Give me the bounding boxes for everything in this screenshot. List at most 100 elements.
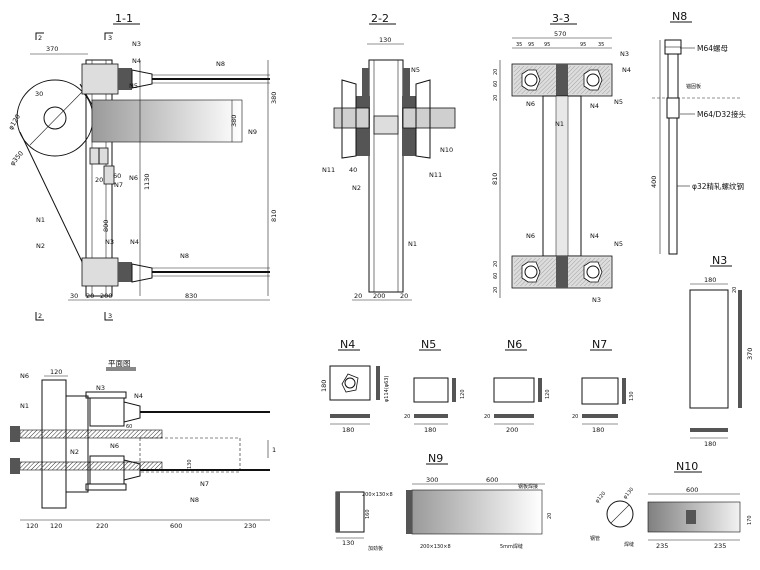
label-N4-33-top: N4: [622, 66, 631, 74]
note-nut: M64螺母: [697, 43, 729, 53]
dim-180-n5: 180: [424, 426, 436, 434]
dim-120-n5: 120: [460, 389, 466, 399]
note-n10-1: 钢管: [590, 535, 600, 542]
note-n9-4: 200×130×8: [420, 544, 451, 550]
detail-title-N9: N9: [428, 452, 443, 465]
dim-180-n3: 180: [704, 276, 716, 284]
cut-mark-2-bottom: 2: [38, 312, 42, 320]
bar-phi32: [668, 117, 678, 255]
detail-N3: N3 180 370 20 180: [689, 254, 754, 448]
pin-hole: [43, 106, 67, 130]
label-N3-33-bottom: N3: [592, 296, 601, 304]
dim-130-n9: 130: [342, 539, 354, 547]
detail-N6: N6 120 20 200: [484, 338, 551, 434]
plate-N1-plan: [41, 379, 67, 509]
label-N11-left: N11: [322, 166, 335, 174]
detail-title-N7: N7: [592, 338, 607, 351]
dim-20-n3: 20: [732, 287, 738, 293]
note-n9-2: 加劲板: [368, 545, 383, 552]
sleeve: [666, 97, 680, 119]
detail-title-N8: N8: [672, 10, 687, 23]
detail-N8: N8 400 M64螺母 锚固板 M64/D32接头 φ32精轧螺纹钢: [650, 10, 746, 255]
note-n10-2: 焊缝: [624, 541, 634, 548]
dim-120-n6: 120: [545, 389, 551, 399]
dim-phi120-n10: φ120: [594, 491, 607, 505]
dim-95-b: 95: [544, 42, 550, 48]
dim-120-plan-top: 120: [50, 368, 62, 376]
view-1-1: 1-1 2 3 2 3 370 φ120 φ350 30: [7, 12, 278, 321]
label-N1: N1: [36, 216, 45, 224]
dim-300-n9: 300: [426, 476, 438, 484]
dim-phi130-n10: φ130: [622, 487, 635, 501]
plate-N6: [493, 377, 535, 403]
dim-20-33c: 20: [493, 261, 499, 267]
label-N10-22: N10: [440, 146, 453, 154]
cut-mark-3-bottom: 3: [108, 312, 112, 320]
label-N3-33-top: N3: [620, 50, 629, 58]
label-N5-33-bottom: N5: [614, 240, 623, 248]
detail-N4: N4 180 φ114(φ63) 180: [320, 338, 390, 434]
dim-200-n6: 200: [506, 426, 518, 434]
dim-235-n10-b: 235: [714, 542, 726, 550]
dim-130-plan: 130: [187, 459, 193, 469]
label-N6-33-top: N6: [526, 100, 535, 108]
label-N7-plan: N7: [200, 480, 209, 488]
dim-20-n6: 20: [484, 414, 490, 420]
dim-120-plan-a: 120: [26, 522, 38, 530]
detail-title-N4: N4: [340, 338, 355, 351]
detail-title-N6: N6: [507, 338, 522, 351]
dim-220-plan: 220: [96, 522, 108, 530]
label-N5-33-top: N5: [614, 98, 623, 106]
dim-20-col: 20: [95, 176, 103, 184]
note-n9-5: 5mm焊缝: [500, 543, 523, 550]
label-N1-22: N1: [408, 240, 417, 248]
dim-20-22b: 20: [400, 292, 408, 300]
dim-20-n9: 20: [547, 513, 553, 519]
note-n9-1: 200×130×8: [362, 492, 393, 498]
dim-60-33b: 60: [493, 273, 499, 279]
label-N3-top: N3: [132, 40, 141, 48]
dim-180-n4-w: 180: [342, 426, 354, 434]
detail-N9: N9 130 160 200×130×8 加劲板 300 600 20 钢板焊接…: [335, 452, 553, 552]
label-N4-top: N4: [132, 57, 141, 65]
view-2-2: 2-2 130 N5 N10 N11 N11 40 N2 N1 20 200 2…: [322, 12, 456, 301]
label-N4-plan: N4: [134, 392, 143, 400]
dim-20-bottom: 20: [86, 292, 94, 300]
label-N4-33-bottom: N4: [590, 232, 599, 240]
detail-title-N10: N10: [676, 460, 698, 473]
dim-800-col: 800: [102, 220, 110, 232]
dim-200-bottom: 200: [100, 292, 112, 300]
dim-370: 370: [46, 45, 58, 53]
dim-20-33d: 20: [493, 287, 499, 293]
dim-380-n9: 380: [230, 115, 238, 127]
dim-830-bottom: 830: [185, 292, 197, 300]
label-N1-33: N1: [555, 120, 564, 128]
dim-phi350: φ350: [8, 149, 25, 167]
label-N9: N9: [248, 128, 257, 136]
dim-180-n4-h: 180: [320, 380, 328, 392]
detail-title-N3: N3: [712, 254, 727, 267]
dim-235-n10-a: 235: [656, 542, 668, 550]
beam-N9: [91, 99, 243, 143]
dim-810-33: 810: [491, 173, 499, 185]
dim-20-33b: 20: [493, 95, 499, 101]
dim-phi120: φ120: [7, 113, 22, 131]
label-N6-33-bottom: N6: [526, 232, 535, 240]
dim-170-n10: 170: [747, 515, 753, 525]
label-N3-plan: N3: [96, 384, 105, 392]
view-title-1-1: 1-1: [115, 12, 133, 25]
N9-end-view: [335, 491, 365, 533]
label-N3-bottom: N3: [105, 238, 114, 246]
dim-60-33a: 60: [493, 81, 499, 87]
detail-N5: N5 120 20 180: [404, 338, 466, 434]
dim-20-n7: 20: [572, 414, 578, 420]
N9-side-view: [411, 489, 543, 535]
N7-dashed: [139, 437, 241, 473]
dim-200-22: 200: [373, 292, 385, 300]
dim-810-right: 810: [270, 210, 278, 222]
dim-60-col: 60: [113, 172, 121, 180]
bottom-anchor-block: [81, 257, 119, 287]
note-anchor: 锚固板: [686, 83, 701, 90]
label-N5-top: N5: [129, 82, 138, 90]
dim-400-n8: 400: [650, 176, 658, 188]
